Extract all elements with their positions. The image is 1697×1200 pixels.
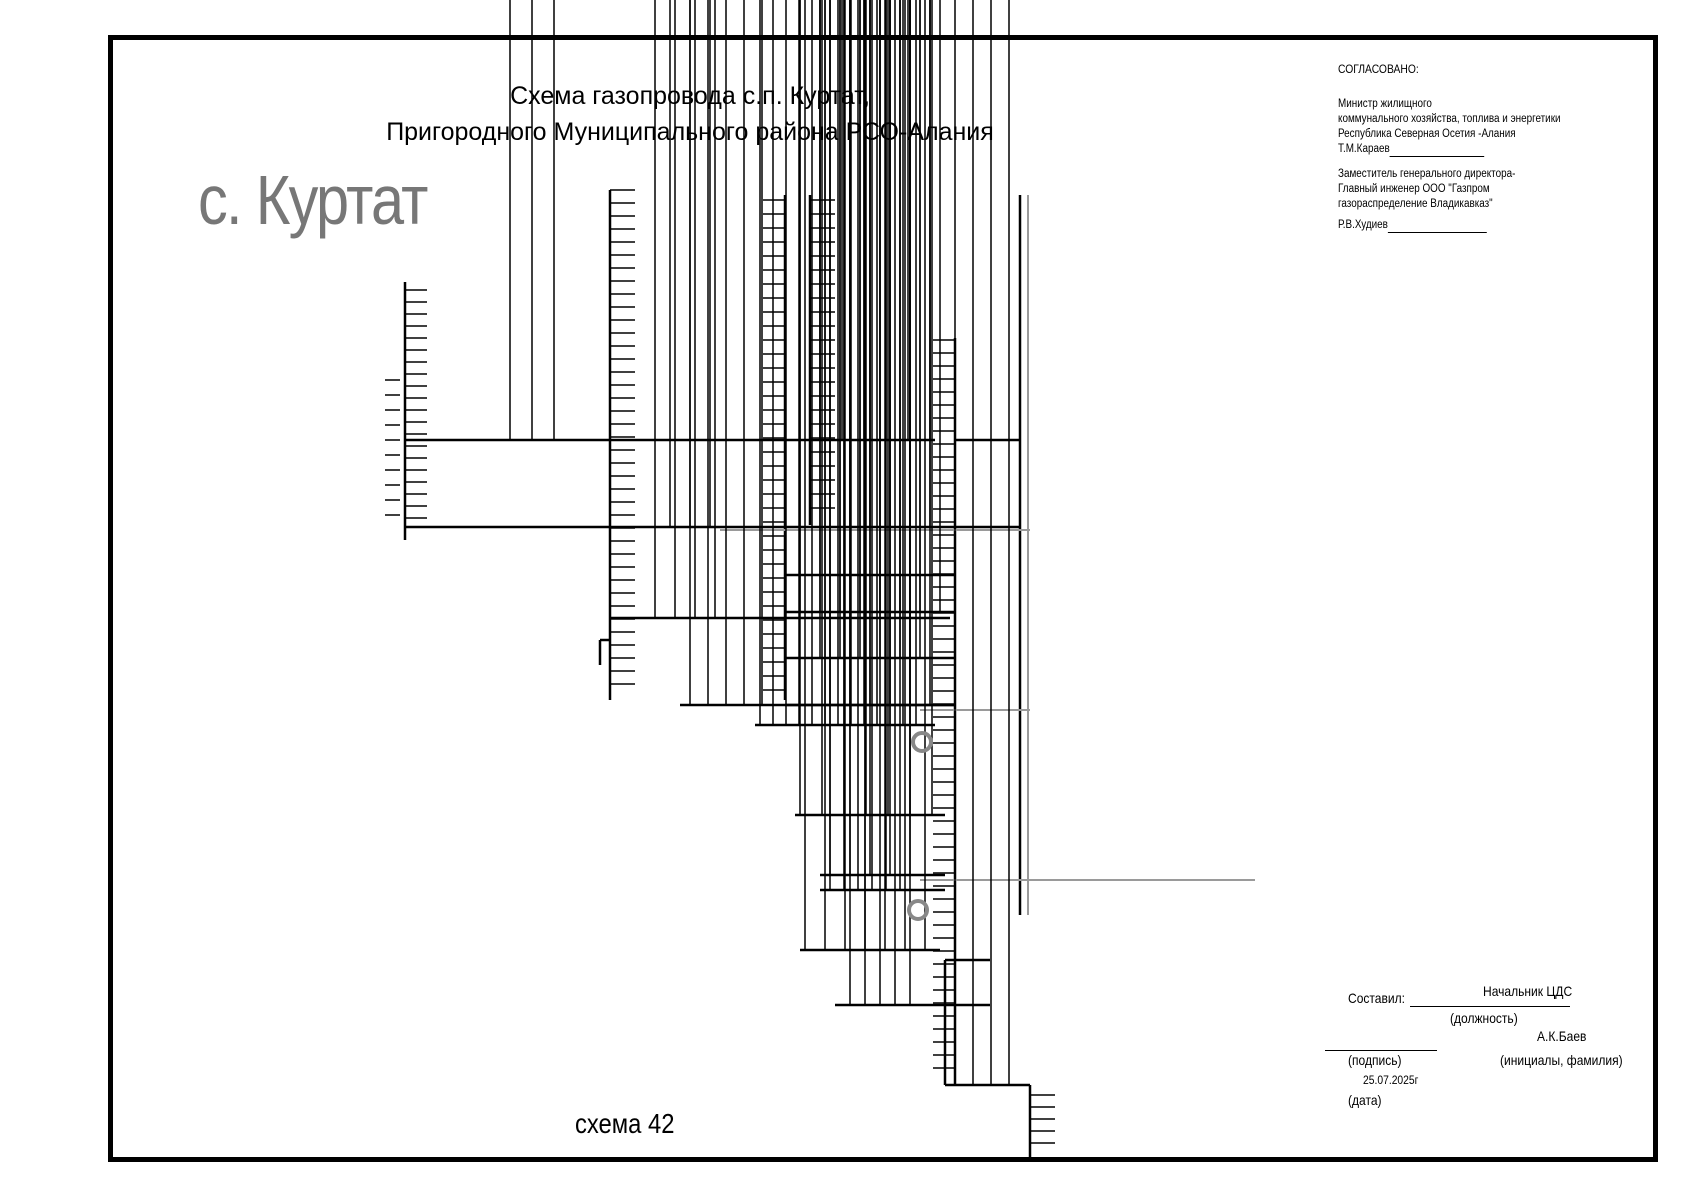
valve-markers (907, 731, 933, 921)
name-caption: (инициалы, фамилия) (1500, 1052, 1623, 1068)
date-caption: (дата) (1348, 1092, 1382, 1108)
position-value: Начальник ЦДС (1483, 983, 1573, 999)
minister-name: Т.М.Караев (1338, 143, 1390, 155)
approval-block: СОГЛАСОВАНО: Министр жилищного коммуналь… (1338, 62, 1613, 243)
drawing-frame (108, 35, 1658, 1162)
minister-block: Министр жилищного коммунального хозяйств… (1338, 97, 1613, 157)
compiled-label: Составил: (1348, 990, 1405, 1006)
service-connections (385, 0, 1055, 1144)
signature-caption: (подпись) (1348, 1052, 1402, 1068)
approval-heading: СОГЛАСОВАНО: (1338, 62, 1419, 76)
deputy-title-1: Заместитель генерального директора- (1338, 168, 1516, 180)
position-underline (1410, 1006, 1570, 1007)
valve-marker-0 (911, 731, 933, 753)
scheme-number-label: схема 42 (575, 1108, 675, 1139)
deputy-name: Р.В.Худиев (1338, 219, 1388, 231)
deputy-title-2: Главный инженер ООО "Газпром (1338, 183, 1490, 195)
name-value: А.К.Баев (1537, 1028, 1587, 1044)
deputy-title-3: газораспределение Владикавказ" (1338, 198, 1493, 210)
minister-title-3: Республика Северная Осетия -Алания (1338, 128, 1516, 140)
date-value: 25.07.2025г (1363, 1073, 1419, 1087)
valve-marker-1 (907, 899, 929, 921)
minister-signature-line (1389, 156, 1485, 157)
minister-title-2: коммунального хозяйства, топлива и энерг… (1338, 113, 1561, 125)
signature-underline (1325, 1050, 1437, 1051)
deputy-signature-line (1387, 232, 1487, 233)
village-label: с. Куртат (198, 161, 428, 239)
deputy-block: Заместитель генерального директора- Глав… (1338, 167, 1613, 233)
minister-title-1: Министр жилищного (1338, 98, 1432, 110)
position-caption: (должность) (1450, 1010, 1518, 1026)
